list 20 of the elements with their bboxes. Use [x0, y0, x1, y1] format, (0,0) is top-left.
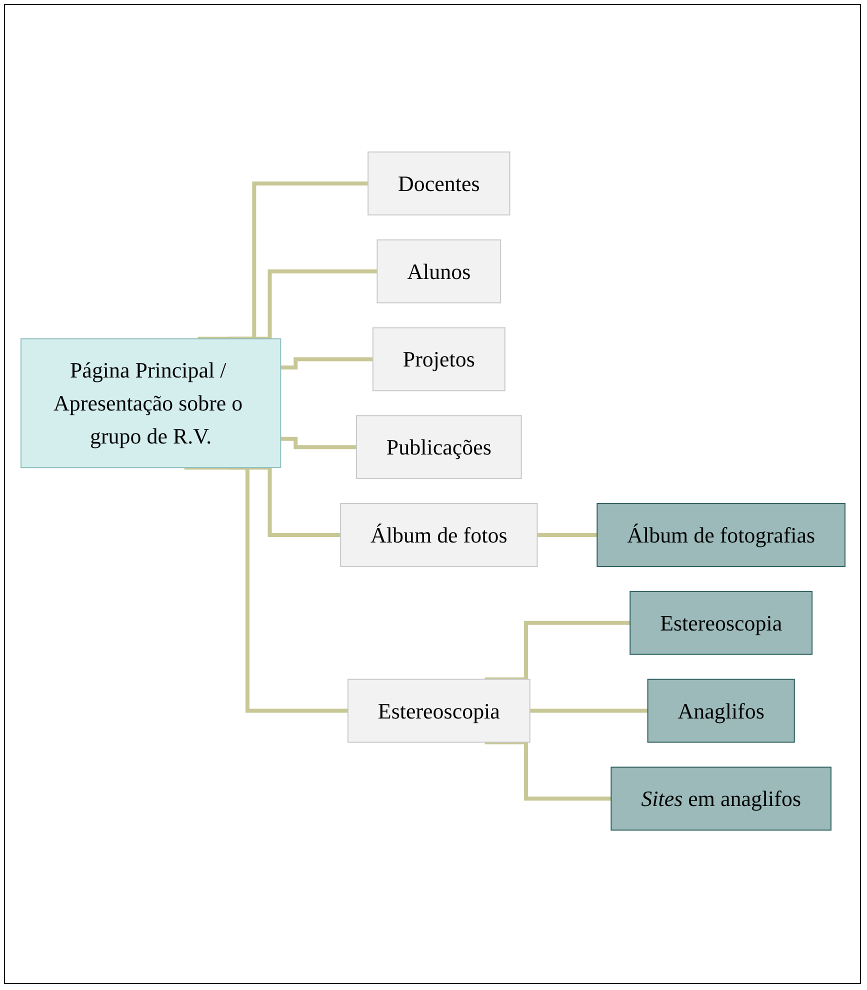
- connector: [536, 533, 597, 538]
- node-box: Estereoscopia: [346, 679, 530, 744]
- connector: [228, 270, 377, 342]
- connector: [529, 709, 648, 714]
- connector: [484, 740, 611, 802]
- connector: [484, 621, 630, 682]
- connector: [197, 182, 368, 342]
- node-box: Página Principal / Apresentação sobre o grupo de R.V.: [20, 338, 281, 469]
- node-box: Docentes: [367, 152, 510, 216]
- node-box: Álbum de fotografias: [596, 503, 845, 568]
- node-box: Anaglifos: [646, 679, 794, 744]
- connector: [280, 358, 372, 370]
- node-box: Projetos: [372, 328, 505, 392]
- node-box: Álbum de fotos: [340, 503, 538, 568]
- node-box: Estereoscopia: [629, 591, 812, 656]
- node-box: Alunos: [376, 240, 501, 304]
- node-box: Sites em anaglifos: [610, 767, 831, 832]
- connector: [184, 466, 348, 714]
- node-box: Publicações: [355, 416, 522, 480]
- connector: [280, 437, 356, 450]
